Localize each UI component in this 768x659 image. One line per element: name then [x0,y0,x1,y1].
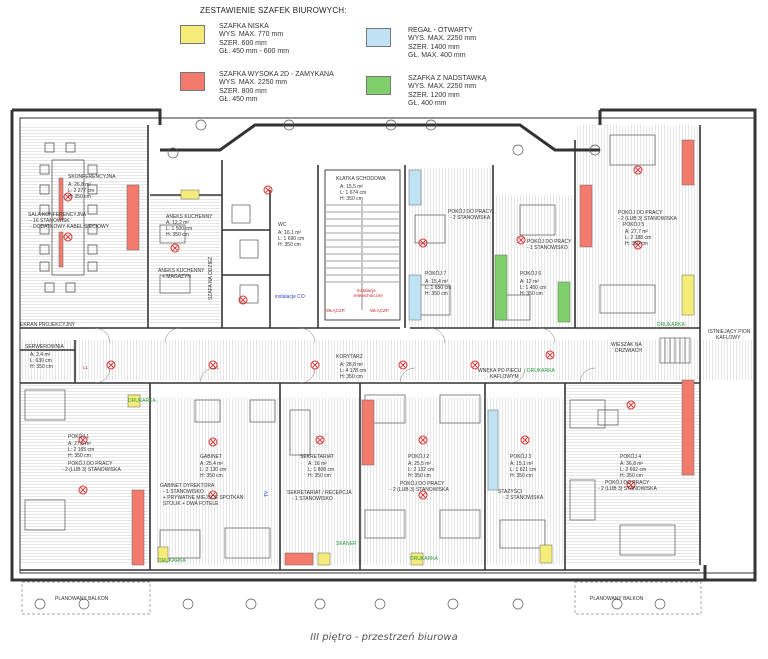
legend-line: SZER. 600 mm [219,39,267,47]
room-title-pokoj3: POKÓJ 3 A: 15,1 m² L: 1 621 cm H: 350 cm [510,453,538,479]
note-wieszak-1: WIESZAK NA [611,342,643,348]
inner-walls [19,117,756,574]
room-title-korytarz: KORYTARZ A: 28,8 m² L: 4 178 cm H: 350 c… [336,354,368,380]
legend-line: GŁ. 400 mm [408,100,447,108]
room-desc-pokoj6: POKÓJ DO PRACY - 1 STANOWISKO [527,238,573,251]
room-title-pokoj2: POKÓJ 2 A: 25,5 m² L: 2 132 cm H: 350 cm [408,453,436,479]
legend-line: SZER. 1200 mm [408,91,460,99]
room-floors [20,125,755,565]
legend-label: SZAFKA Z NADSTAWKĄ [408,75,487,82]
legend-line: SZER. 1400 mm [408,43,460,51]
legend-line: GŁ. 450 mm - 600 mm [219,48,290,56]
room-title-pokoj4: POKÓJ 4 A: 36,8 m² L: 2 692 cm H: 350 cm [620,453,648,479]
room-title-gabinet: GABINET A: 25,4 m² L: 2 130 cm H: 350 cm [200,454,228,479]
note-instalacje-2: instalacje [357,288,376,293]
legend-label: SZAFKA NISKA [219,23,269,30]
legend-line: WYS. MAX. 2250 mm [408,83,477,91]
note-ekran: EKRAN PROJEKCYJNY [20,322,76,328]
legend-item-low-cabinet: SZAFKA NISKA WYS. MAX. 770 mm SZER. 600 … [219,23,289,57]
note-skaner: SKANER [336,541,357,547]
room-title-wc: WC A: 16,1 m² L: 1 690 cm H: 350 cm [278,222,306,248]
legend-label: SZAFKA WYSOKA 2D - ZAMYKANA [219,71,334,78]
legend-line: WYS. MAX. 770 mm [219,31,284,39]
legend-swatch-open-shelf [366,28,391,47]
room-title-pokoj7: POKÓJ 7 A: 15,4 m² L: 1 650 cm H: 350 cm [425,270,453,297]
room-desc-aneks: ANEKS KUCHENNY + MAGAZYN [158,268,206,280]
room-desc-pokoj2: POKÓJ DO PRACY - 2 (LUB 3) STANOWISKA [390,480,449,493]
legend-item-tall-cabinet: SZAFKA WYSOKA 2D - ZAMYKANA WYS. MAX. 22… [219,71,334,105]
legend-label: REGAŁ - OTWARTY [408,27,473,34]
note-drukarka-5: DRUKARKA [657,322,685,328]
note-instalacje-3: teletechniczne [354,293,383,298]
legend-swatch-top-cabinet [366,76,391,95]
legend-item-open-shelf: REGAŁ - OTWARTY WYS. MAX. 2250 mm SZER. … [408,27,476,61]
room-desc-pokoj5: POKÓJ DO PRACY - 2 (LUB 3) STANOWISKA PO… [618,209,678,228]
room-title-pokoj1: POKÓJ 1 A: 27,5 m² L: 2 165 cm H: 350 cm [68,433,96,459]
room-desc-pokoj3: STAŻYŚCI - 2 STANOWISKA [498,487,544,501]
axis-markers [34,119,666,610]
legend-item-top-cabinet: SZAFKA Z NADSTAWKĄ WYS. MAX. 2250 mm SZE… [408,75,487,109]
note-wneka-1: WNĘKA PO PIECU [478,368,522,374]
note-wneka-2: KAFLOWYM [490,374,519,380]
room-title-sala: SALA KONFERENCYJNA - 16 STANOWISK - DODA… [28,212,110,230]
room-title-pokoj6: POKÓJ 6 A: 12 m² L: 1 450 cm H: 350 cm [520,270,548,297]
room-desc-sekretariat: SEKRETARIAT / RECEPCJA - 1 STANOWISKO [287,490,353,502]
note-drukarka-4: DRUKARKA [527,368,555,374]
note-istniejacy-2: KAFLOWY [716,335,741,341]
conference-table [39,142,98,293]
note-balkon-2: PLANOWANY BALKON [590,596,644,602]
legend-swatch-low-cabinet [180,25,205,44]
page-caption: III piętro - przestrzeń biurowa [310,632,458,643]
note-istniejacy-1: ISTNIEJĄCY PION [708,329,751,335]
legend-line: WYS. MAX. 2250 mm [408,35,477,43]
cabinets [58,139,695,566]
note-drukarka-1: DRUKARKA [128,398,156,404]
desks [24,134,676,559]
legend-swatch-tall-cabinet [180,72,205,91]
note-l1-2: L1 [214,365,220,370]
balconies [21,581,702,615]
note-drukarka-3: DRUKARKA [410,556,438,562]
room-title-klatka: KLATKA SCHODOWA A: 15,5 m² L: 1 674 cm H… [336,176,387,202]
note-l1-1: L1 [83,365,89,370]
room-stats-sala: SKONFERENCYJNA A: 26,8 m² L: 2 277 cm H:… [68,174,117,200]
note-wlaczp-1: WŁĄCZP. [326,308,345,313]
note-wieszak-2: DRZWIACH [615,348,642,354]
legend-line: GŁ. 450 mm [219,96,258,104]
room-desc-pokoj7: POKÓJ DO PRACY - 2 STANOWISKA [448,208,494,221]
staircase [324,169,401,321]
room-desc-gabinet: GABINET DYREKTORA - 1 STANOWISKO + PRYWA… [160,483,246,507]
door-swings [94,327,596,384]
room-desc-pokoj4: POKÓJ DO PRACY - 2 (LUB 3) STANOWISKA [598,479,657,492]
room-title-sekretariat: SEKRETARIAT A: 16 m² L: 1 808 cm H: 350 … [300,454,336,479]
staircase-right [659,337,691,364]
room-title-serwerownia: SERWEROWNIA A: 2,4 m² L: 630 cm H: 350 c… [25,344,65,370]
legend-line: GŁ. MAX. 400 mm [408,52,466,60]
legend-title: ZESTAWIENIE SZAFEK BIUROWYCH: [200,6,347,15]
room-title-aneks: ANEKS KUCHENNY A: 12,2 m² L: 1 500 cm H:… [166,214,214,238]
note-instalacje: instalacje CO [275,294,305,300]
legend-line: SZER. 800 mm [219,87,267,95]
note-wlaczp-2: WŁĄCZP. [370,308,389,313]
note-drukarka-2: DRUKARKA [158,558,186,564]
room-desc-pokoj1: POKÓJ DO PRACY - 2 (LUB 3) STANOWISKA [62,460,121,473]
room-stats-pokoj5: A: 27,7 m² L: 2 188 cm H: 350 cm [625,229,653,247]
legend-line: WYS. MAX. 2250 mm [219,79,288,87]
note-szafa: SZAFA NA ODZIEŻ [207,257,214,300]
note-balkon-1: PLANOWANY BALKON [55,596,109,602]
note-tv: TV [264,490,270,497]
